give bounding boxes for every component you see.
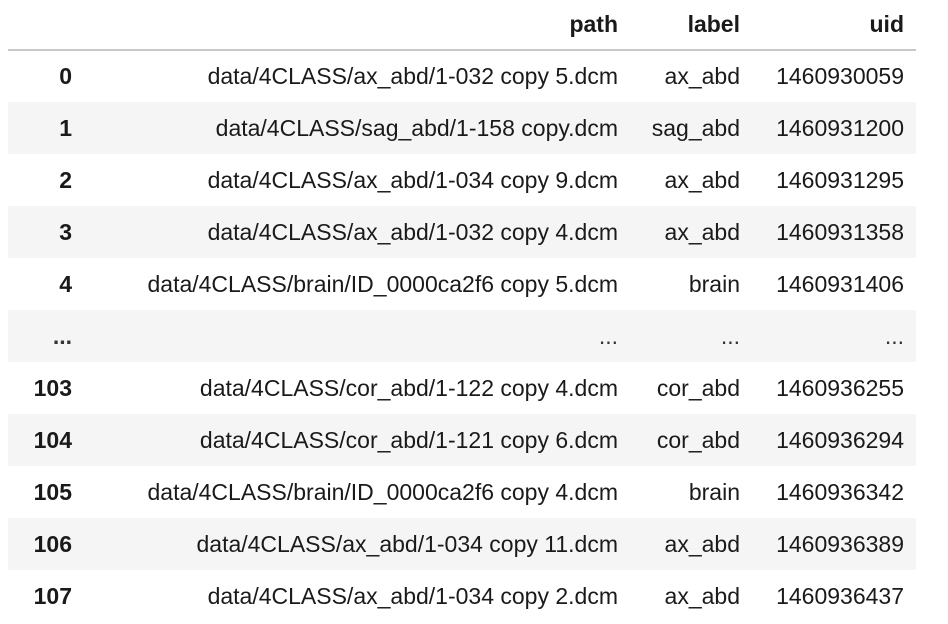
table-row: 2 data/4CLASS/ax_abd/1-034 copy 9.dcm ax…	[8, 154, 916, 206]
ellipsis-row: ... ... ... ...	[8, 310, 916, 362]
uid-cell: 1460936294	[776, 426, 904, 453]
label-column-header: label	[630, 0, 752, 51]
label-cell: sag_abd	[651, 114, 740, 141]
label-cell: brain	[688, 270, 740, 297]
label-cell: ...	[720, 322, 740, 349]
path-cell: data/4CLASS/ax_abd/1-032 copy 4.dcm	[207, 218, 618, 245]
path-cell: data/4CLASS/brain/ID_0000ca2f6 copy 4.dc…	[147, 478, 618, 505]
path-cell: data/4CLASS/ax_abd/1-034 copy 11.dcm	[196, 530, 618, 557]
row-index: 106	[33, 530, 72, 557]
dataframe-output: path label uid 0 data/4CLASS/ax_abd/1-03…	[8, 0, 916, 622]
row-index: 3	[59, 218, 72, 245]
row-index: ...	[52, 322, 72, 349]
table-row: 4 data/4CLASS/brain/ID_0000ca2f6 copy 5.…	[8, 258, 916, 310]
row-index: 1	[59, 114, 72, 141]
table-row: 104 data/4CLASS/cor_abd/1-121 copy 6.dcm…	[8, 414, 916, 466]
row-index: 2	[59, 166, 72, 193]
uid-cell: 1460936255	[776, 374, 904, 401]
path-cell: data/4CLASS/brain/ID_0000ca2f6 copy 5.dc…	[147, 270, 618, 297]
uid-column-header: uid	[752, 0, 916, 51]
row-index: 0	[59, 63, 72, 89]
uid-cell: 1460931358	[776, 218, 904, 245]
label-cell: cor_abd	[656, 374, 740, 401]
row-index: 4	[59, 270, 72, 297]
label-cell: cor_abd	[656, 426, 740, 453]
uid-cell: 1460936389	[776, 530, 904, 557]
table-row: 106 data/4CLASS/ax_abd/1-034 copy 11.dcm…	[8, 518, 916, 570]
label-cell: ax_abd	[664, 530, 740, 557]
index-header	[8, 0, 88, 51]
uid-cell: 1460931406	[776, 270, 904, 297]
row-index: 103	[33, 374, 72, 401]
label-cell: ax_abd	[664, 63, 740, 89]
uid-cell: 1460936437	[776, 582, 904, 609]
uid-cell: 1460930059	[776, 63, 904, 89]
label-cell: ax_abd	[664, 582, 740, 609]
path-cell: ...	[598, 322, 618, 349]
path-cell: data/4CLASS/ax_abd/1-034 copy 2.dcm	[207, 582, 618, 609]
label-cell: ax_abd	[664, 166, 740, 193]
row-index: 105	[33, 478, 72, 505]
table-body: 0 data/4CLASS/ax_abd/1-032 copy 5.dcm ax…	[8, 50, 916, 622]
uid-cell: 1460936342	[776, 478, 904, 505]
table-row: 3 data/4CLASS/ax_abd/1-032 copy 4.dcm ax…	[8, 206, 916, 258]
table-row: 103 data/4CLASS/cor_abd/1-122 copy 4.dcm…	[8, 362, 916, 414]
table-row: 0 data/4CLASS/ax_abd/1-032 copy 5.dcm ax…	[8, 50, 916, 102]
path-cell: data/4CLASS/cor_abd/1-121 copy 6.dcm	[199, 426, 618, 453]
label-cell: ax_abd	[664, 218, 740, 245]
table-header: path label uid	[8, 0, 916, 51]
uid-cell: ...	[884, 322, 904, 349]
path-column-header: path	[88, 0, 630, 51]
table-row: 107 data/4CLASS/ax_abd/1-034 copy 2.dcm …	[8, 570, 916, 622]
path-cell: data/4CLASS/cor_abd/1-122 copy 4.dcm	[199, 374, 618, 401]
path-cell: data/4CLASS/ax_abd/1-032 copy 5.dcm	[207, 63, 618, 89]
row-index: 107	[33, 582, 72, 609]
table-row: 105 data/4CLASS/brain/ID_0000ca2f6 copy …	[8, 466, 916, 518]
path-cell: data/4CLASS/ax_abd/1-034 copy 9.dcm	[207, 166, 618, 193]
label-cell: brain	[688, 478, 740, 505]
table-row: 1 data/4CLASS/sag_abd/1-158 copy.dcm sag…	[8, 102, 916, 154]
header-row: path label uid	[8, 0, 916, 51]
uid-cell: 1460931295	[776, 166, 904, 193]
dataframe-table: path label uid 0 data/4CLASS/ax_abd/1-03…	[8, 0, 916, 622]
uid-cell: 1460931200	[776, 114, 904, 141]
path-cell: data/4CLASS/sag_abd/1-158 copy.dcm	[215, 114, 618, 141]
row-index: 104	[33, 426, 72, 453]
